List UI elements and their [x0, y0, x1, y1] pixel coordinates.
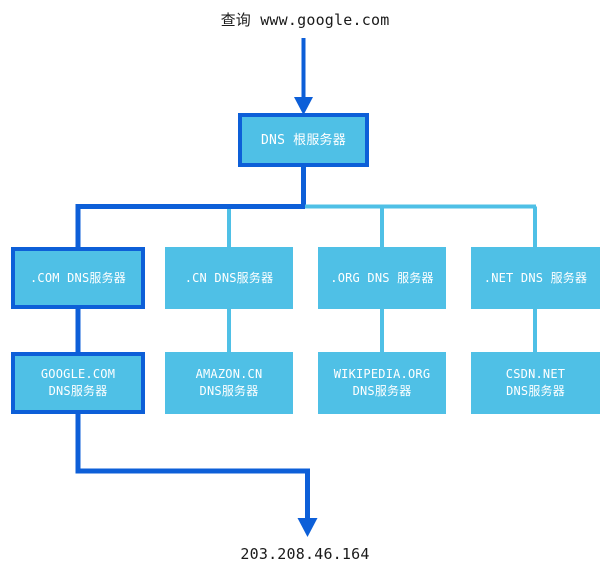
- node-authoritative-wikipedia-label: WIKIPEDIA.ORG DNS服务器: [333, 367, 431, 398]
- resolved-ip-label: 203.208.46.164: [240, 545, 370, 563]
- node-authoritative-csdn-label: CSDN.NET DNS服务器: [505, 367, 566, 398]
- node-tld-cn-label: .CN DNS服务器: [184, 270, 274, 285]
- node-tld-org-label: .ORG DNS 服务器: [330, 270, 434, 285]
- node-tld-cn[interactable]: .CN DNS服务器: [165, 247, 293, 309]
- node-tld-net[interactable]: .NET DNS 服务器: [471, 247, 600, 309]
- node-authoritative-google-label: GOOGLE.COM DNS服务器: [40, 367, 116, 398]
- node-root-label: DNS 根服务器: [261, 132, 346, 148]
- bus-highlight-com: [75, 204, 305, 248]
- node-authoritative-csdn[interactable]: CSDN.NET DNS服务器: [471, 352, 600, 414]
- node-authoritative-amazon[interactable]: AMAZON.CN DNS服务器: [165, 352, 293, 414]
- node-tld-com[interactable]: .COM DNS服务器: [11, 247, 145, 309]
- node-dns-root-server[interactable]: DNS 根服务器: [238, 113, 369, 167]
- answer-arrow: [75, 412, 318, 537]
- node-tld-com-label: .COM DNS服务器: [30, 270, 126, 285]
- query-arrow: [294, 38, 313, 115]
- node-tld-org[interactable]: .ORG DNS 服务器: [318, 247, 446, 309]
- node-authoritative-wikipedia[interactable]: WIKIPEDIA.ORG DNS服务器: [318, 352, 446, 414]
- node-authoritative-amazon-label: AMAZON.CN DNS服务器: [195, 367, 263, 398]
- query-label: 查询 www.google.com: [220, 11, 390, 29]
- node-tld-net-label: .NET DNS 服务器: [483, 270, 588, 285]
- node-authoritative-google[interactable]: GOOGLE.COM DNS服务器: [11, 352, 145, 414]
